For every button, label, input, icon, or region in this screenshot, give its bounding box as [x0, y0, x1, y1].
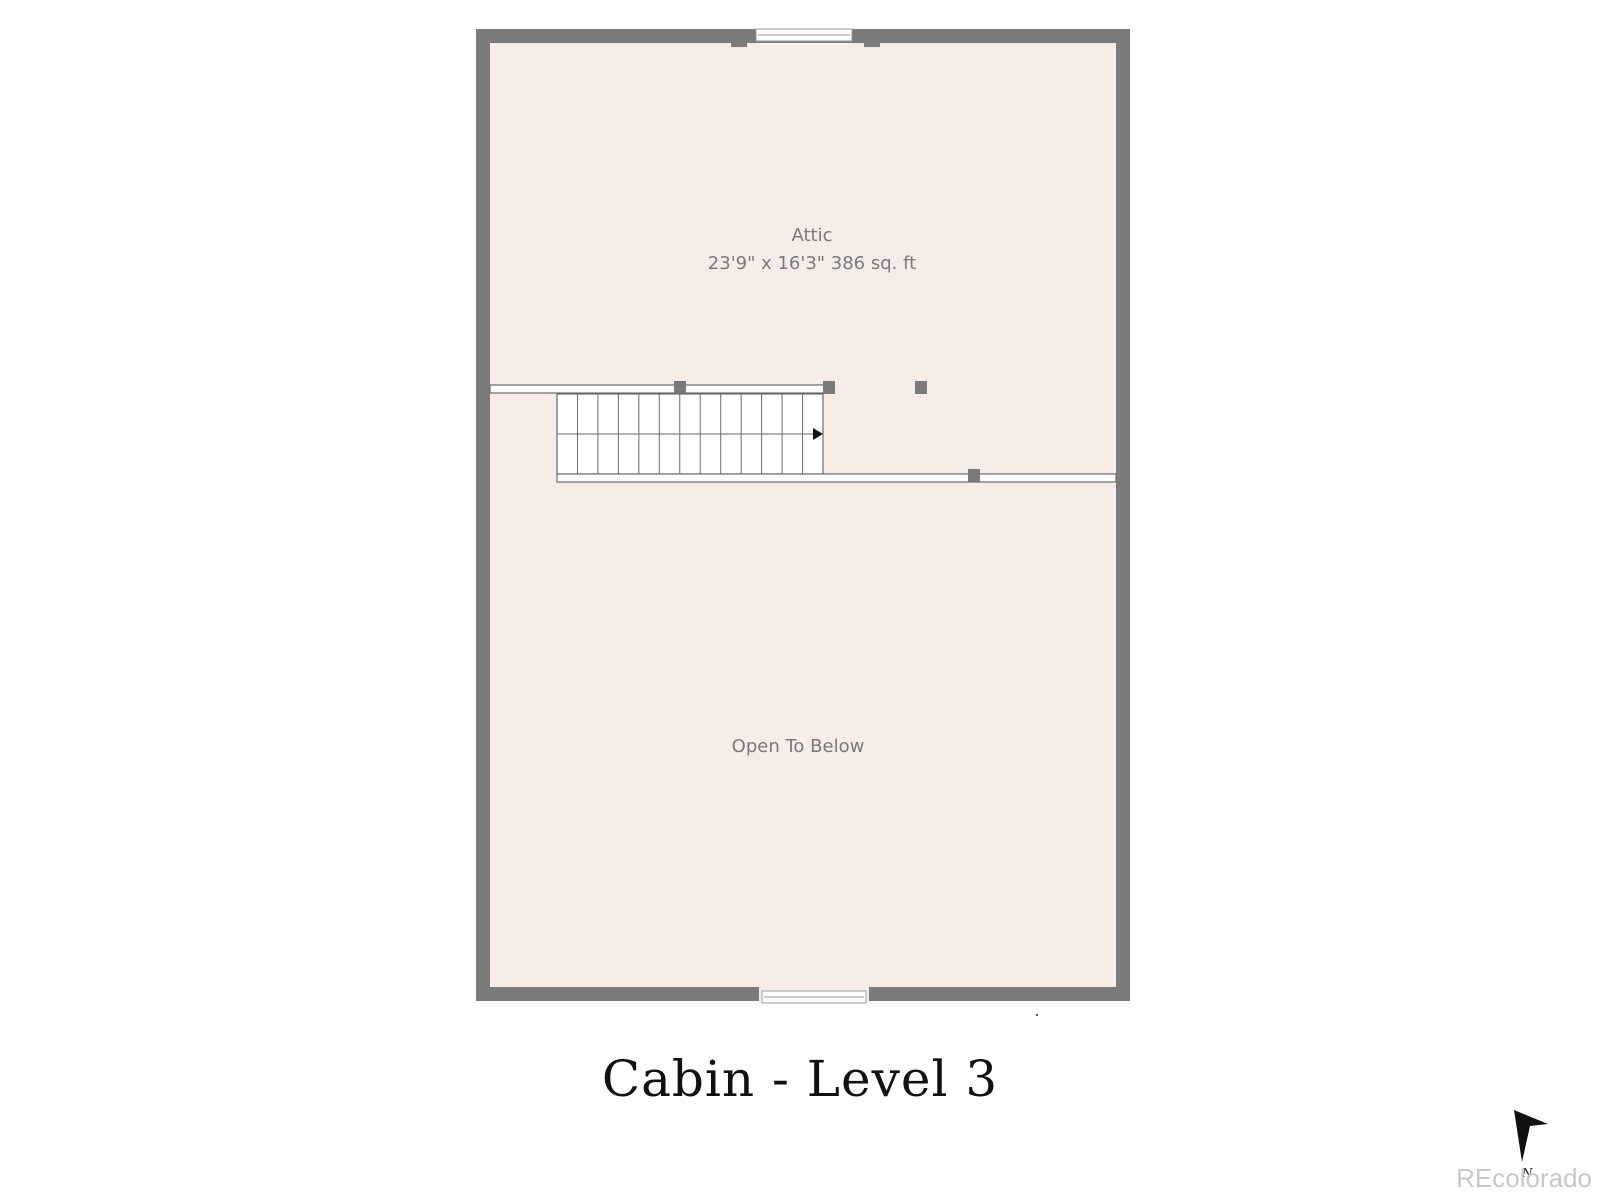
arrow-right-icon	[813, 428, 823, 440]
mark-speck	[1035, 1013, 1039, 1017]
room-dimensions: 23'9" x 16'3" 386 sq. ft	[707, 253, 917, 274]
floor-area	[490, 43, 1116, 987]
room-name: Attic	[791, 225, 833, 246]
staircase	[556, 393, 824, 475]
compass-letter: N	[1522, 1166, 1533, 1180]
window-bottom	[759, 987, 869, 1004]
watermark: REcolorado	[1456, 1163, 1592, 1193]
window-top	[731, 28, 880, 47]
room-label-attic: Attic 23'9" x 16'3" 386 sq. ft	[692, 222, 932, 278]
railing-lower	[556, 469, 1117, 483]
room-label-open-to-below: Open To Below	[678, 733, 918, 761]
railing-upper	[489, 381, 835, 394]
plan-title: Cabin - Level 3	[601, 1050, 999, 1108]
post	[915, 381, 927, 394]
room-name: Open To Below	[731, 736, 865, 757]
north-arrow-icon	[1514, 1110, 1548, 1162]
